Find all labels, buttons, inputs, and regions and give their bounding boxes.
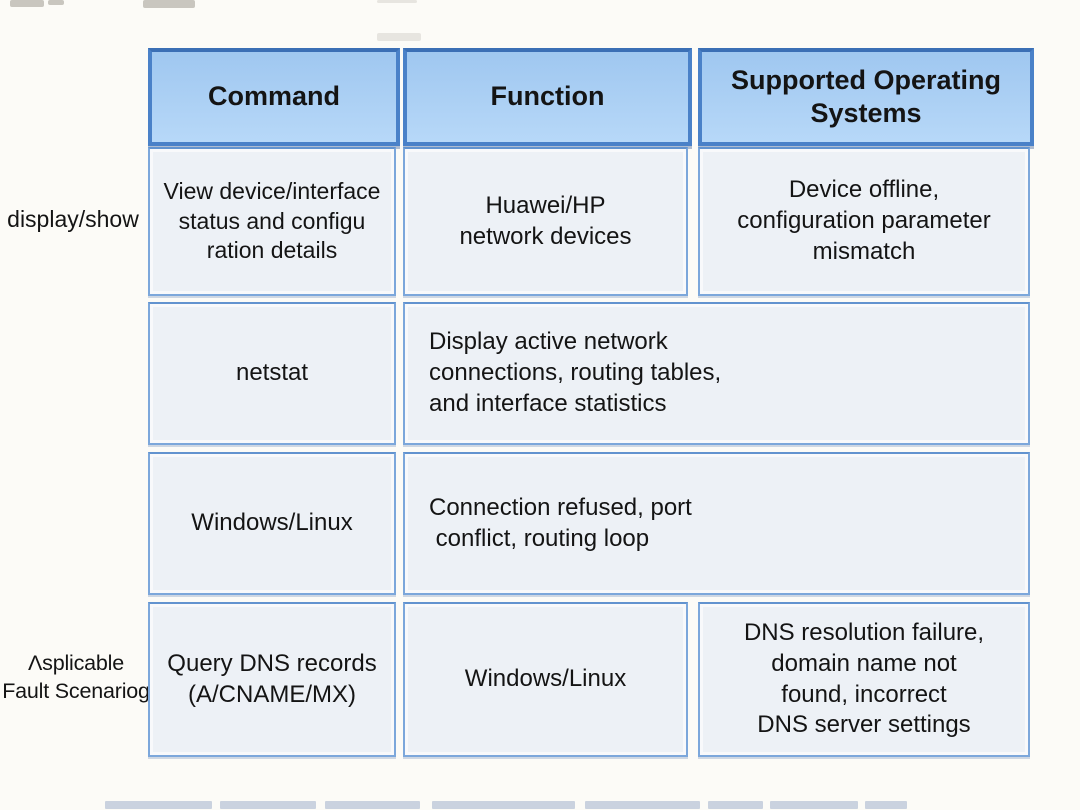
header-supported-os-label: Supported Operating Systems <box>731 64 1001 128</box>
cell-r3-command: Windows/Linux <box>148 452 396 595</box>
cell-r3-merged: Connection refused, port conflict, routi… <box>403 452 1030 595</box>
header-function: Function <box>403 48 692 146</box>
header-function-label: Function <box>490 81 605 112</box>
row-label-display-show: display/show <box>0 147 146 292</box>
cell-r1-command: View device/interface status and configu… <box>148 147 396 296</box>
cell-r1-supported-os: Device offline, configuration parameter … <box>698 147 1030 296</box>
cell-r1-function-text: Huawei/HP network devices <box>459 191 632 250</box>
bottom-artifact-segment <box>865 801 907 809</box>
cell-r2-merged-text: Display active network connections, rout… <box>429 328 722 417</box>
cell-r3-merged-text: Connection refused, port conflict, routi… <box>429 493 692 552</box>
cell-r4-supported-os-text: DNS resolution failure, domain name not … <box>743 618 985 739</box>
bottom-artifact-segment <box>105 801 212 809</box>
bottom-artifact-segment <box>585 801 700 809</box>
header-supported-os: Supported Operating Systems <box>698 48 1034 146</box>
top-edge-artifact <box>48 0 64 5</box>
cell-r2-command: netstat <box>148 302 396 445</box>
top-edge-artifact <box>143 0 195 8</box>
cell-r4-supported-os: DNS resolution failure, domain name not … <box>698 602 1030 757</box>
header-command-label: Command <box>207 81 340 112</box>
bottom-artifact-segment <box>432 801 575 809</box>
bottom-artifact-segment <box>770 801 858 809</box>
cell-r4-command: Query DNS records (A/CNAME/MX) <box>148 602 396 757</box>
bottom-artifact-segment <box>325 801 420 809</box>
row-label-applicable-fault: Λsplicable Fault Scenariog <box>0 602 152 753</box>
cell-r1-supported-os-text: Device offline, configuration parameter … <box>737 176 991 265</box>
cell-r2-command-text: netstat <box>235 359 309 387</box>
top-edge-artifact <box>10 0 44 7</box>
header-command: Command <box>148 48 400 146</box>
bottom-artifact-segment <box>220 801 316 809</box>
bottom-artifact-segment <box>708 801 763 809</box>
top-edge-artifact <box>377 0 417 3</box>
row-label-applicable-fault-text: Λsplicable Fault Scenariog <box>2 650 150 703</box>
cell-r4-function-text: Windows/Linux <box>464 665 627 693</box>
cell-r4-command-text: Query DNS records (A/CNAME/MX) <box>167 649 377 708</box>
cell-r1-function: Huawei/HP network devices <box>403 147 688 296</box>
cell-r3-command-text: Windows/Linux <box>191 509 353 537</box>
top-edge-artifact <box>377 33 421 41</box>
row-label-display-show-text: display/show <box>7 205 139 232</box>
cell-r1-command-text: View device/interface status and configu… <box>163 178 381 264</box>
cell-r2-merged: Display active network connections, rout… <box>403 302 1030 445</box>
cell-r4-function: Windows/Linux <box>403 602 688 757</box>
